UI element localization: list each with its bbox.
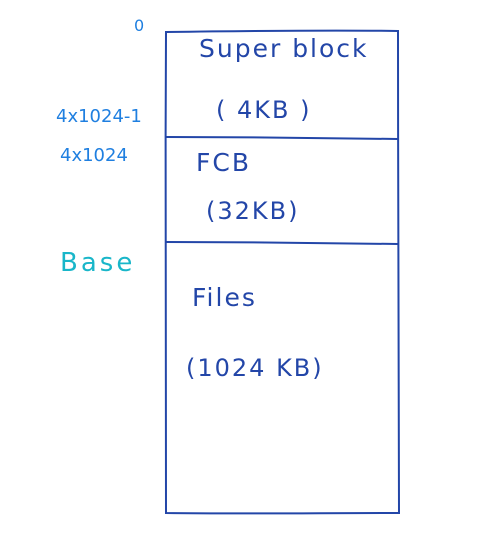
fcb-size: (32KB) bbox=[206, 197, 300, 225]
outer-box bbox=[164, 29, 401, 515]
files-size: (1024 KB) bbox=[186, 354, 324, 382]
super-block-size: ( 4KB ) bbox=[216, 96, 312, 124]
address-super-block-end-label: 4x1024-1 bbox=[56, 106, 142, 127]
files-name: Files bbox=[192, 283, 257, 312]
fcb-divider bbox=[165, 241, 399, 245]
super-block-divider bbox=[165, 136, 399, 140]
fcb-name: FCB bbox=[196, 148, 251, 177]
address-fcb-start-label: 4x1024 bbox=[60, 145, 128, 166]
base-label: Base bbox=[60, 248, 136, 278]
super-block-name: Super block bbox=[199, 34, 369, 63]
address-start-label: 0 bbox=[134, 16, 145, 35]
